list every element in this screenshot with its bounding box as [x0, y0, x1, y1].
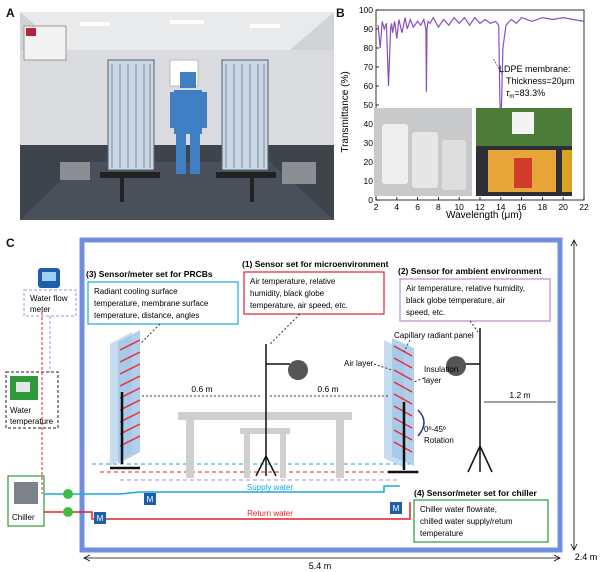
distance-wall: 1.2 m — [509, 390, 530, 400]
distance-right: 0.6 m — [317, 384, 338, 394]
x-tick-label: 6 — [415, 202, 420, 212]
chiller-label: Chiller — [12, 513, 35, 522]
y-tick-label: 40 — [364, 119, 374, 129]
water-temp-label-1: Water — [10, 406, 31, 415]
ambient-black-globe — [446, 356, 466, 376]
x-tick-label: 2 — [374, 202, 379, 212]
panel-b-label: B — [336, 6, 345, 20]
svg-text:M: M — [147, 495, 154, 504]
rotation-label-1: 0º-45º — [424, 425, 446, 434]
y-tick-label: 10 — [364, 176, 374, 186]
rotation-label-2: Rotation — [424, 436, 454, 445]
capillary-label: Capillary radiant panel — [394, 331, 474, 340]
y-axis-label: Transmittance (%) — [340, 71, 351, 152]
x-tick-label: 16 — [517, 202, 527, 212]
water-temp-label-2: temperature — [10, 417, 54, 426]
sensor3-box — [87, 281, 239, 325]
x-tick-label: 20 — [558, 202, 568, 212]
sensor3-line2: temperature, membrane surface — [94, 299, 209, 308]
water-flow-label-2: meter — [30, 305, 51, 314]
y-tick-label: 70 — [364, 62, 374, 72]
insulation-label-1: Insulation — [424, 365, 458, 374]
y-tick-label: 20 — [364, 157, 374, 167]
y-tick-label: 30 — [364, 138, 374, 148]
water-flow-meter — [38, 268, 60, 288]
sensor1-line2: humidity, black globe — [250, 289, 325, 298]
sensor3-line3: temperature, distance, angles — [94, 311, 199, 320]
chiller-icon — [14, 482, 38, 504]
y-tick-label: 80 — [364, 43, 374, 53]
sensor2-line2: black globe temperature, air — [406, 296, 506, 305]
y-tick-label: 0 — [368, 195, 373, 205]
room-boundary — [79, 237, 563, 553]
transmittance-chart: 2 4 6 8 10 12 14 16 18 20 22 0 10 20 30 40 50 60 70 80 90 100… — [340, 5, 589, 221]
y-tick-label: 90 — [364, 24, 374, 34]
y-tick-label: 60 — [364, 81, 374, 91]
x-axis-label: Wavelength (μm) — [446, 210, 522, 221]
water-flow-box — [23, 289, 77, 317]
sensor3-title: (3) Sensor/meter set for PRCBs — [86, 269, 213, 279]
insulation-label-2: layer — [424, 376, 442, 385]
x-tick-label: 10 — [454, 202, 464, 212]
x-tick-label: 18 — [538, 202, 548, 212]
annotation-line3: τm=83.3% — [506, 88, 545, 100]
flow-meter-1: M — [144, 493, 156, 505]
x-tick-label: 22 — [579, 202, 589, 212]
right-radiant-panel — [384, 338, 418, 474]
annotation-line1: LDPE membrane: — [499, 64, 571, 74]
sensor3-line1: Radiant cooling surface — [94, 287, 178, 296]
sensor1-box — [243, 271, 385, 315]
water-temp-box — [5, 371, 59, 429]
flow-meter-2: M — [94, 512, 106, 524]
outdoor-photo — [476, 108, 572, 146]
water-flow-label-1: Water flow — [30, 294, 68, 303]
experiment-photo — [20, 12, 334, 220]
svg-text:M: M — [97, 514, 104, 523]
sensor4-title: (4) Sensor/meter set for chiller — [414, 488, 538, 498]
rotation-arrow-icon — [417, 409, 425, 437]
width-dimension: 5.4 m — [309, 561, 332, 571]
sensor2-box — [399, 278, 551, 322]
sensor4-line2: chilled water supply/retum — [420, 517, 513, 526]
panel-a-label: A — [6, 6, 15, 20]
sensor4-line1: Chiller water flowrate, — [420, 505, 497, 514]
valve-supply — [63, 489, 73, 499]
annotation-line2: Thickness=20μm — [506, 76, 574, 86]
x-tick-label: 12 — [475, 202, 485, 212]
sensor4-line3: temperature — [420, 529, 464, 538]
return-water-label: Return water — [247, 509, 293, 518]
supply-water-label: Supply water — [247, 483, 294, 492]
ambient-sensor-stand — [460, 328, 493, 473]
micro-black-globe — [288, 360, 308, 380]
height-dimension: 2.4 m — [575, 552, 598, 562]
y-tick-label: 50 — [364, 100, 374, 110]
membrane-roll-photo — [374, 108, 472, 196]
x-tick-label: 14 — [496, 202, 506, 212]
left-radiant-panel — [110, 330, 141, 470]
x-tick-label: 4 — [394, 202, 399, 212]
thermal-camera-photo — [476, 146, 572, 196]
sensor2-line3: speed, etc. — [406, 308, 445, 317]
sensor1-line1: Air temperature, relative — [250, 277, 336, 286]
sensor2-title: (2) Sensor for ambient environment — [398, 266, 542, 276]
svg-text:M: M — [393, 504, 400, 513]
transmittance-series-line — [377, 16, 585, 134]
panel-c-label: C — [6, 236, 15, 250]
distance-left: 0.6 m — [191, 384, 212, 394]
sensor4-box — [413, 499, 549, 543]
sensor1-title: (1) Sensor set for microenvironment — [242, 259, 389, 269]
valve-return — [63, 507, 73, 517]
x-tick-label: 8 — [436, 202, 441, 212]
experiment-schematic: 2.4 m 5.4 m (3) Sensor/meter set for PRC… — [5, 237, 598, 571]
flow-meter-3: M — [390, 502, 402, 514]
table — [178, 412, 352, 478]
sensor1-line3: temperature, air speed, etc. — [250, 301, 348, 310]
air-layer-label: Air layer — [344, 359, 374, 368]
micro-sensor-stand — [255, 344, 290, 477]
y-tick-label: 100 — [359, 5, 373, 15]
sensor2-line1: Air temperature, relative humidity, — [406, 284, 525, 293]
